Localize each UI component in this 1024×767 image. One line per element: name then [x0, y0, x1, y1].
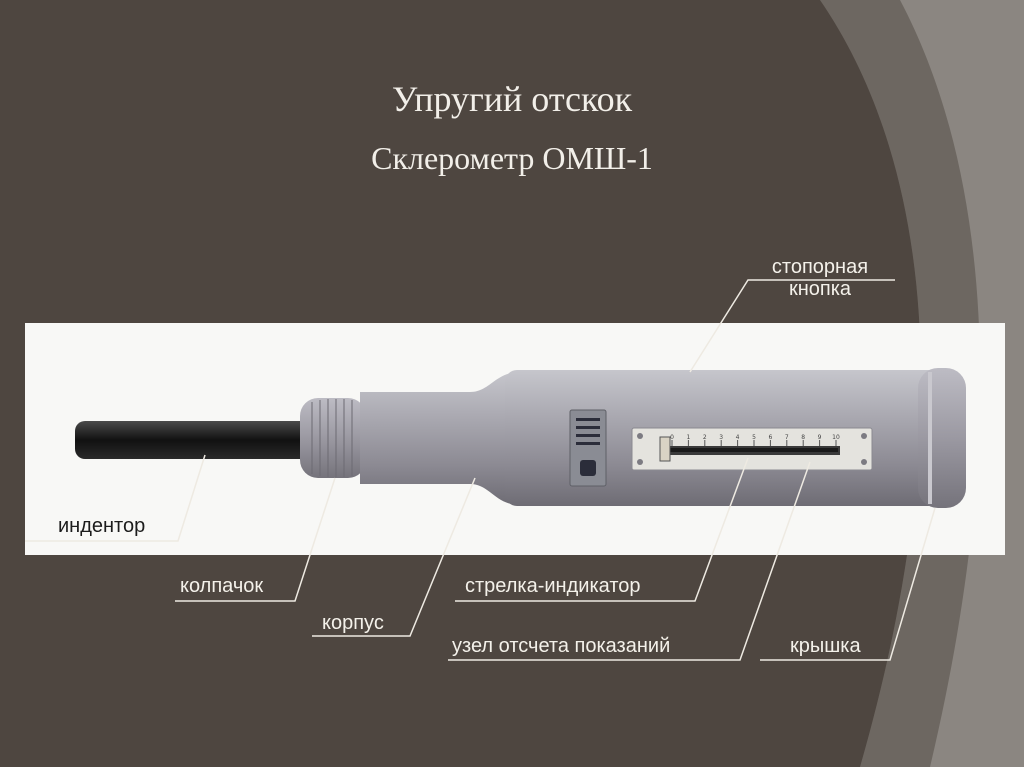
label-lid: крышка: [790, 635, 861, 657]
label-arrow-indicator: стрелка-индикатор: [465, 575, 641, 597]
label-indenter: индентор: [58, 515, 146, 537]
scale-ticks: 0 1 2 3 4 5 6 7 8 9 10: [670, 434, 840, 446]
label-stop-button-line2: кнопка: [788, 278, 852, 300]
label-readout-unit: узел отсчета показаний: [452, 635, 671, 657]
scale-tick-label: 2: [703, 434, 707, 441]
body-neck: [360, 372, 520, 505]
cap: [300, 398, 366, 478]
scale-tick-label: 5: [752, 434, 756, 441]
scale-tick-label: 9: [818, 434, 822, 441]
scale-tick-label: 7: [785, 434, 789, 441]
scale-tick-label: 1: [686, 434, 690, 441]
indicator-arrow: [659, 436, 671, 462]
label-body: корпус: [322, 612, 384, 634]
slide-title: Упругий отскок: [391, 79, 633, 119]
slide-subtitle: Склерометр ОМШ-1: [371, 140, 653, 176]
label-stop-button-line1: стопорная: [771, 256, 869, 278]
label-cap: колпачок: [180, 575, 264, 597]
scale-tick-label: 4: [736, 434, 740, 441]
indenter: [75, 421, 325, 459]
scale-tick-label: 10: [832, 434, 840, 441]
scale-tick-label: 0: [670, 434, 674, 441]
scale-tick-label: 6: [768, 434, 772, 441]
scale-tick-label: 8: [801, 434, 805, 441]
lid: [918, 368, 966, 508]
label-stop-button: стопорная кнопка: [760, 256, 880, 300]
scale-tick-label: 3: [719, 434, 723, 441]
